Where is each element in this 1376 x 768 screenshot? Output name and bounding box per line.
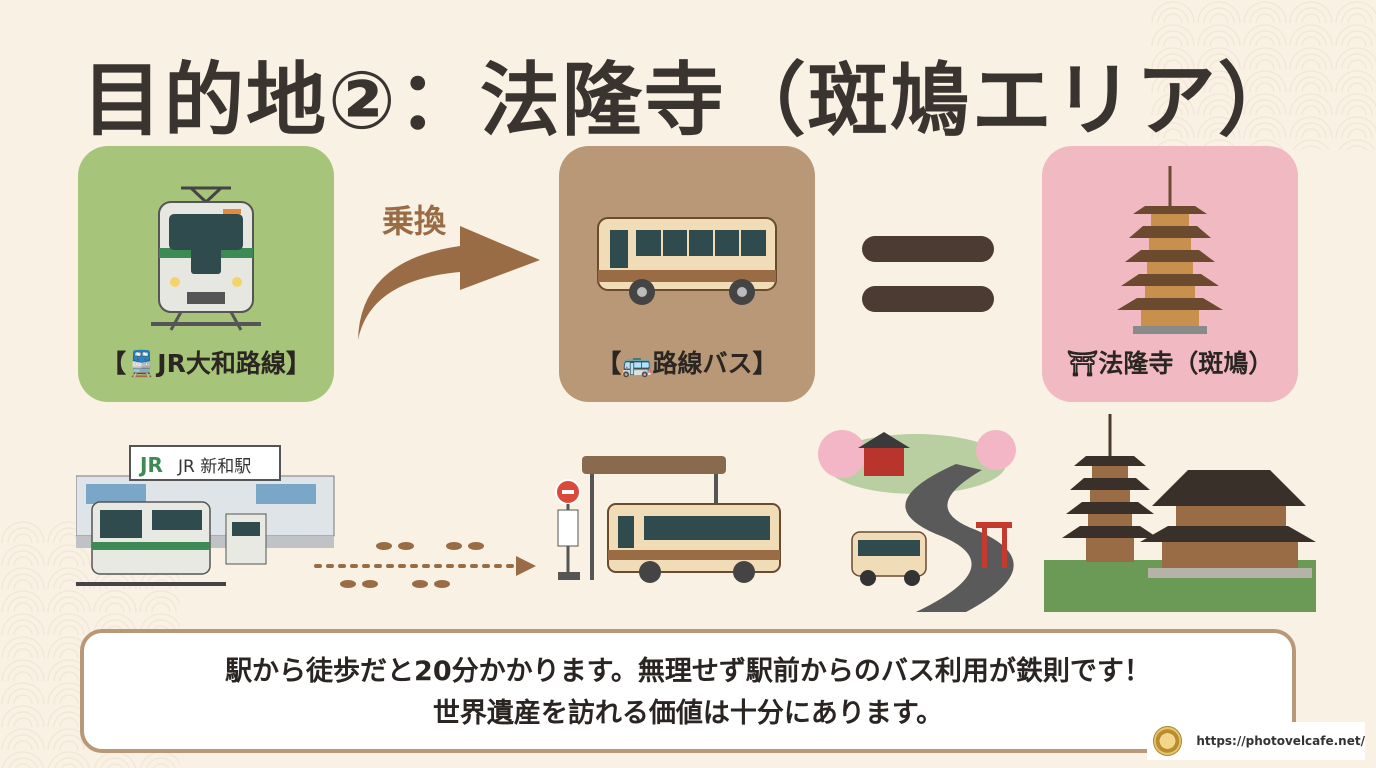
- pagoda-icon: [1117, 166, 1223, 334]
- temple-card: ⛩法隆寺（斑鳩）: [1042, 146, 1298, 402]
- curved-arrow-icon: [358, 226, 540, 340]
- train-icon: [151, 186, 261, 331]
- site-url[interactable]: https://photovelcafe.net/: [1196, 734, 1365, 748]
- page-title: 目的地②：法隆寺（斑鳩エリア）: [82, 54, 1300, 147]
- bus-card: 【🚌路線バス】: [559, 146, 815, 402]
- footsteps-dotted-arrow: [314, 542, 536, 588]
- station-illustration: JR JR 新和駅: [76, 445, 335, 586]
- bus-card-label: 【🚌路線バス】: [596, 349, 778, 378]
- transfer-label: 乗換: [382, 202, 447, 240]
- equals-bar-top: [862, 236, 994, 262]
- jr-logo-text: JR: [138, 453, 163, 477]
- temple-card-label: ⛩法隆寺（斑鳩）: [1066, 349, 1274, 378]
- site-logo-icon: [1153, 726, 1183, 756]
- bus-icon: [597, 217, 777, 305]
- message-line-1: 駅から徒歩だと20分かかります。無理せず駅前からのバス利用が鉄則です！: [225, 656, 1151, 687]
- scenic-road-illustration: [806, 424, 1034, 612]
- train-card-label: 【🚆JR大和路線】: [101, 349, 311, 378]
- info-message-box: 駅から徒歩だと20分かかります。無理せず駅前からのバス利用が鉄則です！ 世界遺産…: [80, 629, 1296, 753]
- train-card: 【🚆JR大和路線】: [78, 146, 334, 402]
- bus-stop-illustration: [555, 456, 781, 583]
- message-line-2: 世界遺産を訪れる価値は十分にあります。: [432, 698, 944, 729]
- horyuji-temple-illustration: [1044, 410, 1316, 612]
- station-sign-text: JR 新和駅: [177, 457, 251, 477]
- equals-bar-bottom: [862, 286, 994, 312]
- site-credit[interactable]: https://photovelcafe.net/: [1147, 722, 1365, 760]
